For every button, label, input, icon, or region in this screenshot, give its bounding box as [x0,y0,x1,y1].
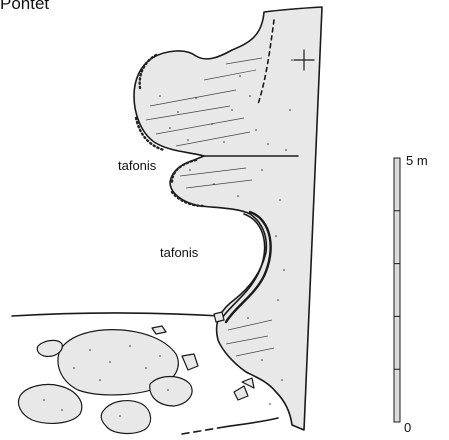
base-line [224,418,278,427]
pebble-5 [214,312,224,322]
pebble-1 [152,326,166,334]
base-dashed-line [182,427,224,434]
pebble-2 [182,354,198,370]
ground-line [12,313,220,316]
scale-bottom-label: 0 [404,420,411,435]
scale-top-label: 5 m [406,153,428,168]
tafonis-label-upper: tafonis [118,158,156,173]
boulder-right [150,377,192,407]
scale-bar [394,158,400,422]
pebble-3 [234,386,248,400]
boulder-bottom [101,401,150,434]
boulder-left [19,384,82,423]
tafonis-label-lower: tafonis [160,245,198,260]
